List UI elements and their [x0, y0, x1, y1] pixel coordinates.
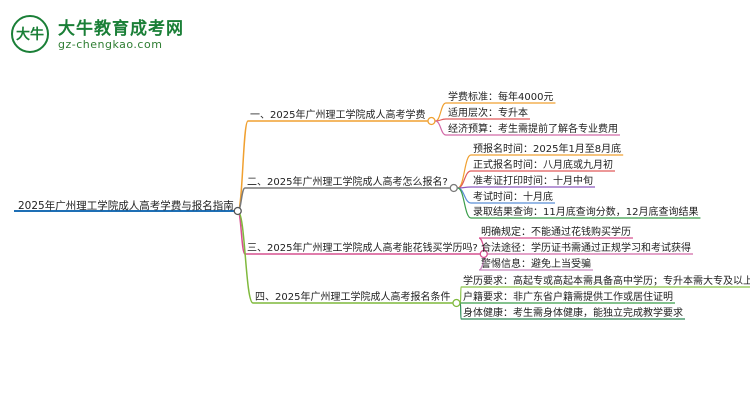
logo-badge-text: 大牛: [16, 26, 44, 43]
branch-4-child-3: 身体健康：考生需身体健康，能独立完成教学要求: [463, 308, 683, 319]
branch-3-child-3: 警惕信息：避免上当受骗: [481, 259, 591, 270]
branch-1-child-3: 经济预算：考生需提前了解各专业费用: [448, 124, 618, 135]
branch-4-child-1-connector: [459, 286, 462, 304]
branch-2-child-2: 正式报名时间：八月底或九月初: [473, 160, 613, 171]
branch-4-child-2: 户籍要求：非广东省户籍需提供工作或居住证明: [463, 292, 673, 303]
logo-badge-icon: 大牛: [11, 15, 49, 53]
branch-2-child-5-connector: [457, 187, 472, 219]
logo-name: 大牛教育成考网: [58, 19, 184, 39]
branch-1-label: 一、2025年广州理工学院成人高考学费: [250, 110, 426, 121]
site-logo[interactable]: 大牛 大牛教育成考网 gz-chengkao.com: [8, 10, 218, 58]
branch-4-label: 四、2025年广州理工学院成人高考报名条件: [255, 292, 451, 303]
branch-3-child-2: 合法途径：学历证书需通过正规学习和考试获得: [481, 243, 691, 254]
branch-1-child-2: 适用层次：专升本: [448, 108, 528, 119]
branch-3-node: [479, 249, 488, 259]
branch-3-label: 三、2025年广州理工学院成人高考能花钱买学历吗?: [247, 243, 478, 254]
branch-1-node: [427, 116, 436, 126]
branch-2-child-5: 录取结果查询：11月底查询分数，12月底查询结果: [473, 207, 699, 218]
branch-2-child-1: 预报名时间：2025年1月至8月底: [473, 144, 622, 155]
branch-4-child-1: 学历要求：高起专或高起本需具备高中学历；专升本需大专及以上学历: [463, 276, 750, 287]
branch-4-node: [452, 298, 461, 308]
branch-2-child-4: 考试时间：十月底: [473, 192, 553, 203]
branch-3-child-1: 明确规定：不能通过花钱购买学历: [481, 227, 631, 238]
branch-2-child-3: 准考证打印时间：十月中旬: [473, 176, 593, 187]
branch-1-child-1-connector: [435, 102, 447, 122]
branch-1-child-3-connector: [435, 120, 447, 136]
branch-1-connector: [236, 120, 249, 212]
branch-4-child-3-connector: [459, 302, 462, 320]
branch-1-child-1: 学费标准：每年4000元: [448, 92, 554, 103]
branch-2-node: [449, 183, 458, 193]
root-node: [233, 206, 242, 216]
root-label: 2025年广州理工学院成人高考学费与报名指南: [18, 200, 234, 212]
logo-url: gz-chengkao.com: [58, 38, 163, 51]
branch-2-label: 二、2025年广州理工学院成人高考怎么报名?: [247, 177, 448, 188]
